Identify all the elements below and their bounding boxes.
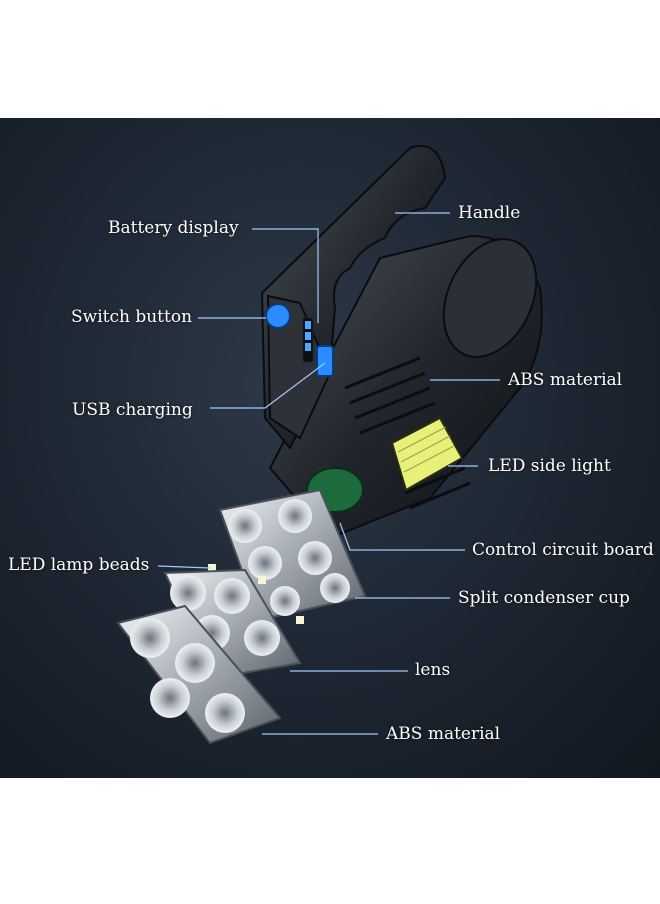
lens-piece	[163, 568, 302, 680]
side-light	[390, 416, 464, 492]
front-cover	[116, 604, 282, 745]
label-abs-material-bottom: ABS material	[386, 724, 501, 744]
product-diagram-panel: Battery display Handle Switch button USB…	[0, 118, 660, 778]
label-abs-material-top: ABS material	[508, 370, 623, 390]
label-led-lamp-beads: LED lamp beads	[8, 555, 150, 575]
label-led-side-light: LED side light	[488, 456, 611, 476]
flashlight-illustration	[116, 145, 543, 745]
label-usb-charging: USB charging	[72, 400, 193, 420]
battery-display	[302, 317, 314, 363]
label-battery-display: Battery display	[108, 218, 239, 238]
handle	[260, 145, 447, 450]
flashlight-body	[268, 234, 543, 540]
switch-button-icon	[265, 303, 291, 329]
label-control-circuit-board: Control circuit board	[472, 540, 654, 560]
usb-port-icon	[316, 345, 334, 377]
label-lens: lens	[415, 660, 451, 680]
leader-lines	[157, 212, 500, 735]
led-lamp-beads	[208, 564, 304, 624]
label-switch-button: Switch button	[71, 307, 193, 327]
label-split-condenser-cup: Split condenser cup	[458, 588, 630, 608]
label-handle: Handle	[458, 203, 521, 223]
